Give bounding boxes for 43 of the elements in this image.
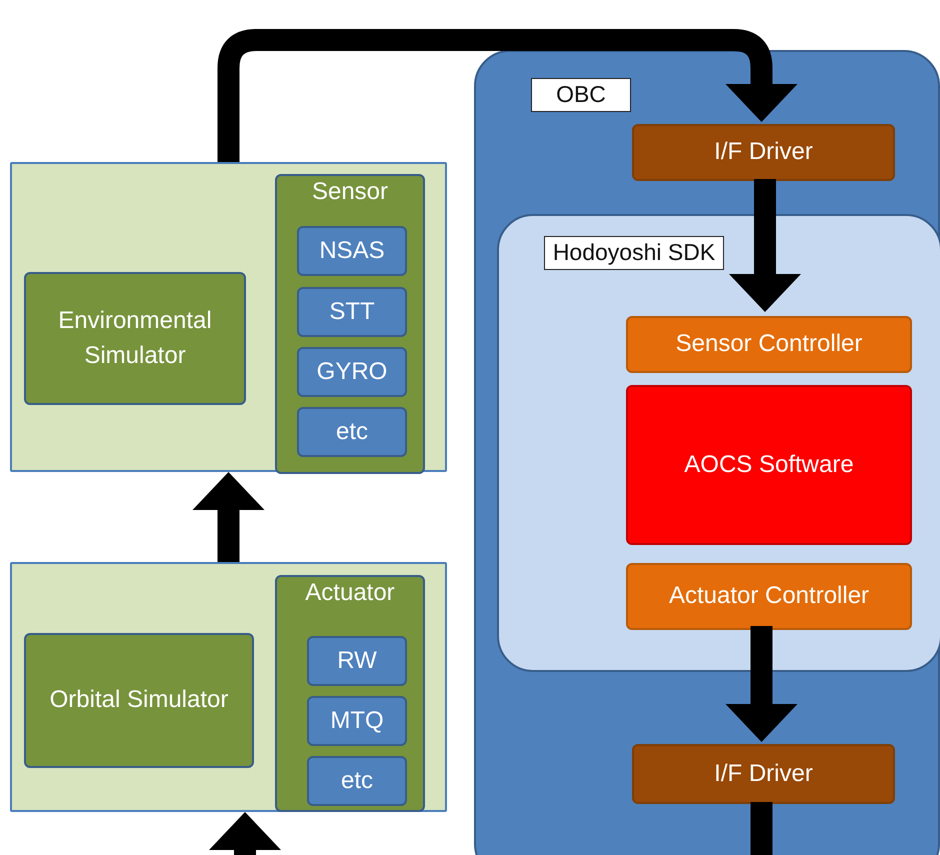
box-label: AOCS Software: [683, 450, 855, 480]
sdk-panel: [497, 214, 940, 672]
box-label: GYRO: [316, 356, 388, 387]
box-label: I/F Driver: [713, 137, 814, 168]
component-box: [297, 407, 407, 457]
box-label: Actuator Controller: [668, 581, 870, 612]
box-label: I/F Driver: [713, 758, 814, 789]
box-label: STT: [328, 296, 376, 327]
group-box: [275, 174, 425, 474]
box-label: RW: [336, 646, 378, 676]
group-box: [275, 575, 425, 812]
simulator-box: [24, 633, 254, 768]
component-box: [307, 636, 407, 686]
component-box: [297, 287, 407, 337]
controller-box: [626, 316, 912, 373]
software-box: [626, 385, 912, 545]
panel: [10, 562, 447, 812]
arrow: [726, 626, 798, 742]
box-label: etc: [340, 766, 374, 796]
box-label: MTQ: [329, 706, 385, 736]
tag-label: OBC: [531, 78, 631, 112]
box-label: Environmental Simulator: [57, 306, 213, 370]
panel: [10, 162, 447, 472]
component-box: [297, 226, 407, 276]
box-label: NSAS: [318, 236, 386, 266]
box-label: etc: [334, 416, 369, 447]
obc-panel: [474, 50, 940, 855]
arrow: [729, 179, 801, 312]
controller-box: [626, 563, 912, 630]
component-box: [307, 756, 407, 806]
box-label: Sensor Controller: [674, 329, 864, 360]
component-box: [307, 696, 407, 746]
tag-label: Hodoyoshi SDK: [544, 236, 724, 270]
arrow: [218, 29, 798, 162]
simulator-box: [24, 272, 246, 405]
group-heading: Sensor: [312, 178, 388, 206]
driver-box: [632, 744, 895, 804]
box-label: Orbital Simulator: [48, 685, 230, 716]
arrow: [209, 812, 281, 855]
component-box: [297, 347, 407, 397]
driver-box: [632, 124, 895, 181]
arrow: [192, 472, 264, 562]
group-heading: Actuator: [305, 579, 395, 607]
